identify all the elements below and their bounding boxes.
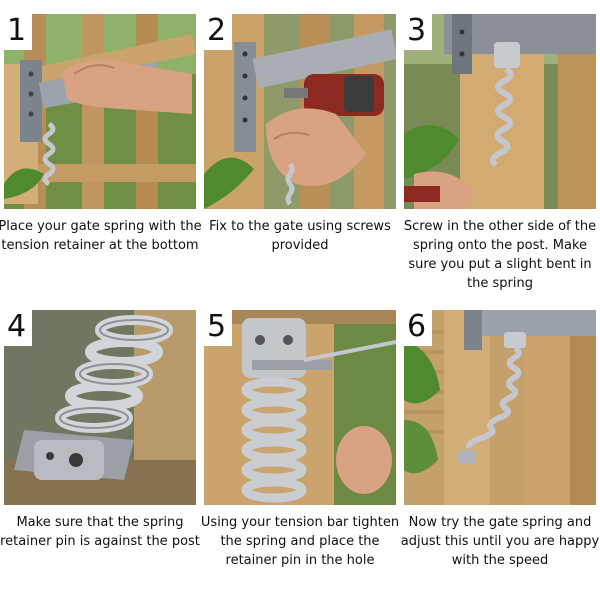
- step-caption: Screw in the other side of the spring on…: [403, 219, 597, 291]
- step-2-photo: [204, 14, 396, 209]
- step-2-illustration: [204, 14, 396, 209]
- step-1-photo: [4, 14, 196, 209]
- step-number: 1: [4, 14, 33, 50]
- step-6-photo: [404, 310, 596, 505]
- step-number: 3: [404, 14, 433, 50]
- step-caption: Make sure that the spring retainer pin i…: [0, 515, 200, 549]
- step-1-illustration: [4, 14, 196, 209]
- step-caption: Place your gate spring with the tension …: [0, 219, 202, 253]
- step-5-photo: [204, 310, 396, 505]
- step-3-photo: [404, 14, 596, 209]
- step-3-illustration: [404, 14, 596, 209]
- step-number: 2: [204, 14, 233, 50]
- step-6-illustration: [404, 310, 596, 505]
- step-caption: Now try the gate spring and adjust this …: [400, 515, 600, 568]
- step-caption: Fix to the gate using screws provided: [209, 219, 391, 253]
- step-number: 6: [404, 310, 433, 346]
- step-number: 4: [4, 310, 33, 346]
- step-4-photo: [4, 310, 196, 505]
- step-caption: Using your tension bar tighten the sprin…: [200, 515, 400, 568]
- step-5-illustration: [204, 310, 396, 505]
- step-4-illustration: [4, 310, 196, 505]
- step-number: 5: [204, 310, 233, 346]
